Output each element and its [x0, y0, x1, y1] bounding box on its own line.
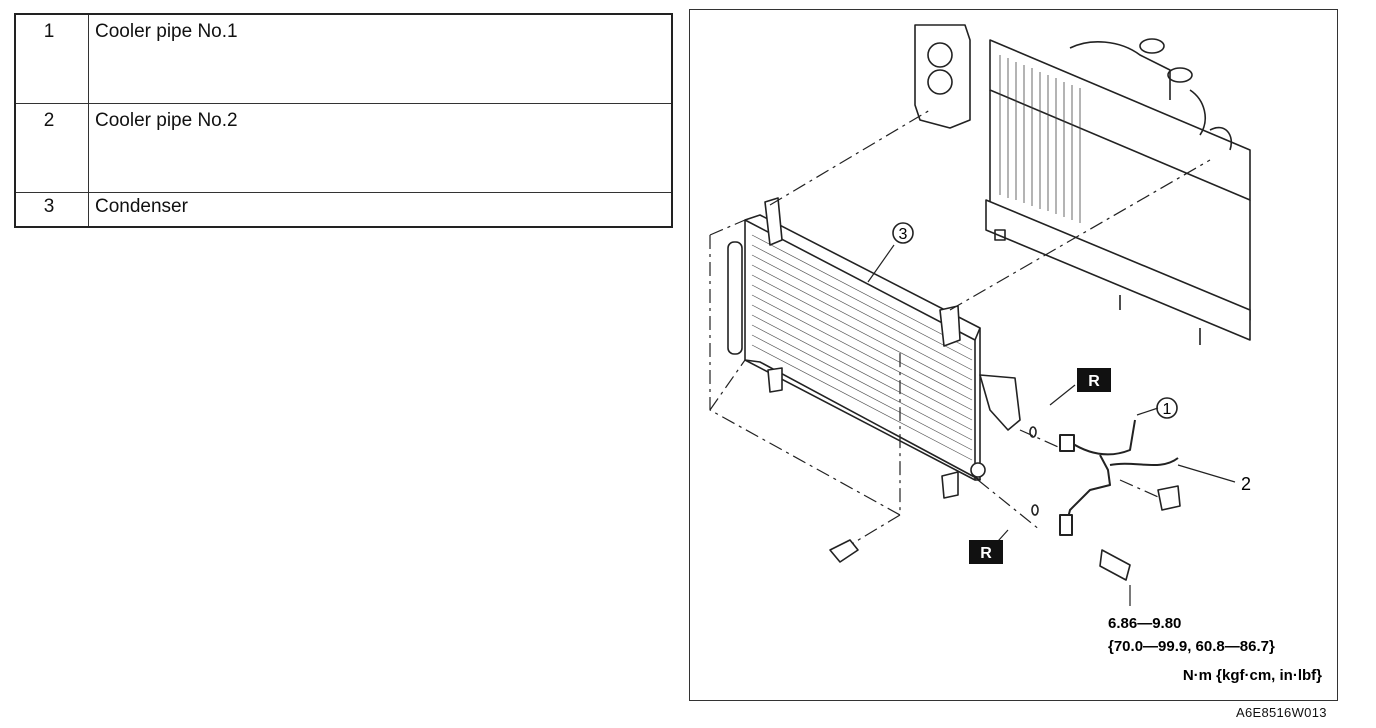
replace-mark	[1077, 368, 1111, 392]
radiator-drawing	[985, 38, 1251, 345]
table-row: 1 Cooler pipe No.1	[14, 13, 673, 104]
parts-table: 1 Cooler pipe No.1 2 Cooler pipe No.2 3 …	[14, 13, 673, 228]
part-name: Cooler pipe No.1	[88, 13, 673, 104]
condenser-drawing	[727, 197, 1021, 499]
diagram-svg: 3 1 2 R R 6.86—9.80 {70.0—99.9, 60.8—86.…	[709, 24, 1322, 684]
figure-id: A6E8516W013	[1236, 705, 1327, 720]
o-ring-drawing	[1029, 426, 1037, 438]
exploded-diagram: 3 1 2 R R 6.86—9.80 {70.0—99.9, 60.8—86.…	[689, 9, 1338, 701]
table-row: 2 Cooler pipe No.2	[14, 103, 673, 193]
torque-alt-units: {70.0—99.9, 60.8—86.7}	[1108, 638, 1275, 655]
o-ring-drawing	[1031, 504, 1039, 516]
table-row: 3 Condenser	[14, 192, 673, 228]
dashed-outline	[709, 109, 1211, 546]
torque-units: N·m {kgf·cm, in·lbf}	[1183, 667, 1322, 684]
callout-2: 2	[1241, 474, 1251, 494]
torque-value: 6.86—9.80	[1108, 615, 1181, 632]
cooler-pipes-drawing	[1059, 419, 1179, 536]
part-number: 2	[14, 103, 89, 193]
part-number: 3	[14, 192, 89, 228]
replace-mark-label: R	[980, 545, 992, 562]
bracket-drawing	[914, 24, 971, 129]
part-name: Condenser	[88, 192, 673, 228]
replace-mark-label: R	[1088, 373, 1100, 390]
callout-3: 3	[899, 226, 908, 243]
part-number: 1	[14, 13, 89, 104]
bolt-drawing	[829, 485, 1181, 581]
replace-mark	[969, 540, 1003, 564]
callout-1: 1	[1163, 401, 1172, 418]
part-name: Cooler pipe No.2	[88, 103, 673, 193]
